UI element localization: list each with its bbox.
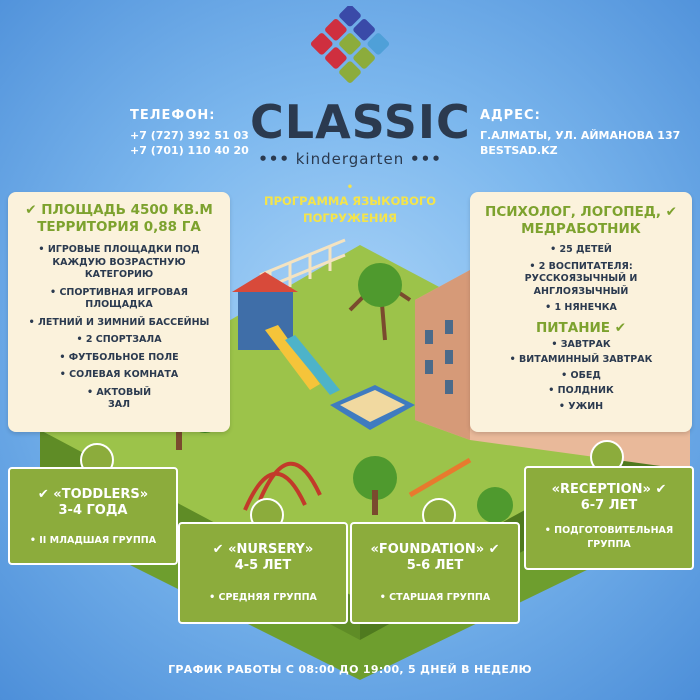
territory-title: ✔ ПЛОЩАДЬ 4500 КВ.М ТЕРРИТОРИЯ 0,88 ГА xyxy=(25,202,213,235)
food-list: ЗАВТРАК ВИТАМИННЫЙ ЗАВТРАК ОБЕД ПОЛДНИК … xyxy=(470,339,692,414)
checkmark-icon: ✔ xyxy=(25,202,37,218)
address-heading: АДРЕС: xyxy=(480,108,541,123)
list-item: СПОРТИВНАЯ ИГРОВАЯ ПЛОЩАДКА xyxy=(18,287,220,312)
list-item: 1 НЯНЕЧКА xyxy=(482,302,680,315)
group-subtitle: • СРЕДНЯЯ ГРУППА xyxy=(209,592,317,603)
phone-block: ТЕЛЕФОН: +7 (727) 392 51 03 +7 (701) 110… xyxy=(130,108,249,158)
territory-card: ✔ ПЛОЩАДЬ 4500 КВ.М ТЕРРИТОРИЯ 0,88 ГА И… xyxy=(8,192,230,432)
staff-card: ПСИХОЛОГ, ЛОГОПЕД, ✔ МЕДРАБОТНИК 25 ДЕТЕ… xyxy=(470,192,692,432)
group-card-foundation: «FOUNDATION» ✔ 5-6 ЛЕТ • СТАРШАЯ ГРУППА xyxy=(350,522,520,624)
staff-title: ПСИХОЛОГ, ЛОГОПЕД, ✔ МЕДРАБОТНИК xyxy=(485,204,677,237)
food-title: ПИТАНИЕ ✔ xyxy=(535,319,627,336)
group-name: «RECEPTION» ✔ 6-7 ЛЕТ xyxy=(551,482,667,513)
brand-logo-icon xyxy=(310,6,390,83)
group-card-reception: «RECEPTION» ✔ 6-7 ЛЕТ • ПОДГОТОВИТЕЛЬНАЯ… xyxy=(524,466,694,570)
group-subtitle: • II МЛАДШАЯ ГРУППА xyxy=(29,535,157,546)
brand-name: CLASSIC xyxy=(250,95,471,149)
list-item: ИГРОВЫЕ ПЛОЩАДКИ ПОД КАЖДУЮ ВОЗРАСТНУЮ К… xyxy=(18,244,220,282)
group-name: ✔ «NURSERY» 4-5 ЛЕТ xyxy=(212,542,314,573)
list-item: ЛЕТНИЙ И ЗИМНИЙ БАССЕЙНЫ xyxy=(18,317,220,330)
list-item: 2 СПОРТЗАЛА xyxy=(18,334,220,347)
phone-heading: ТЕЛЕФОН: xyxy=(130,108,216,123)
checkmark-icon: ✔ xyxy=(655,482,667,497)
list-item: ВИТАМИННЫЙ ЗАВТРАК xyxy=(470,354,692,367)
phone-number[interactable]: +7 (701) 110 40 20 xyxy=(130,144,249,157)
checkmark-icon: ✔ xyxy=(614,319,627,336)
list-item: 25 ДЕТЕЙ xyxy=(482,244,680,257)
group-card-nursery: ✔ «NURSERY» 4-5 ЛЕТ • СРЕДНЯЯ ГРУППА xyxy=(178,522,348,624)
group-subtitle: • СТАРШАЯ ГРУППА xyxy=(379,592,491,603)
website-link[interactable]: BESTSAD.KZ xyxy=(480,144,558,157)
list-item: 2 ВОСПИТАТЕЛЯ: РУССКОЯЗЫЧНЫЙ И АНГЛОЯЗЫЧ… xyxy=(482,261,680,299)
list-item: ОБЕД xyxy=(470,370,692,383)
phone-number[interactable]: +7 (727) 392 51 03 xyxy=(130,129,249,142)
checkmark-icon: ✔ xyxy=(488,542,500,557)
list-item: УЖИН xyxy=(470,401,692,414)
list-item: ПОЛДНИК xyxy=(470,385,692,398)
brand-subtitle: ••• kindergarten ••• xyxy=(258,150,442,168)
group-name: «FOUNDATION» ✔ 5-6 ЛЕТ xyxy=(370,542,500,573)
list-item: ЗАВТРАК xyxy=(470,339,692,352)
address-text: Г.АЛМАТЫ, УЛ. АЙМАНОВА 137 xyxy=(480,129,681,142)
territory-list: ИГРОВЫЕ ПЛОЩАДКИ ПОД КАЖДУЮ ВОЗРАСТНУЮ К… xyxy=(8,244,230,412)
checkmark-icon: ✔ xyxy=(37,487,49,502)
group-name: ✔ «TODDLERS» 3-4 ГОДА xyxy=(37,487,149,518)
checkmark-icon: ✔ xyxy=(665,204,677,220)
checkmark-icon: ✔ xyxy=(212,542,224,557)
working-hours: ГРАФИК РАБОТЫ С 08:00 ДО 19:00, 5 ДНЕЙ В… xyxy=(168,663,532,676)
address-block: АДРЕС: Г.АЛМАТЫ, УЛ. АЙМАНОВА 137 BESTSA… xyxy=(480,108,680,158)
group-card-toddlers: ✔ «TODDLERS» 3-4 ГОДА • II МЛАДШАЯ ГРУПП… xyxy=(8,467,178,565)
program-caption: • ПРОГРАММА ЯЗЫКОВОГО ПОГРУЖЕНИЯ xyxy=(263,182,437,226)
list-item: СОЛЕВАЯ КОМНАТА xyxy=(18,369,220,382)
staff-list: 25 ДЕТЕЙ 2 ВОСПИТАТЕЛЯ: РУССКОЯЗЫЧНЫЙ И … xyxy=(470,244,692,315)
group-subtitle: • ПОДГОТОВИТЕЛЬНАЯ ГРУППА xyxy=(544,525,674,550)
list-item: ФУТБОЛЬНОЕ ПОЛЕ xyxy=(18,352,220,365)
list-item: АКТОВЫЙ ЗАЛ xyxy=(18,387,220,412)
